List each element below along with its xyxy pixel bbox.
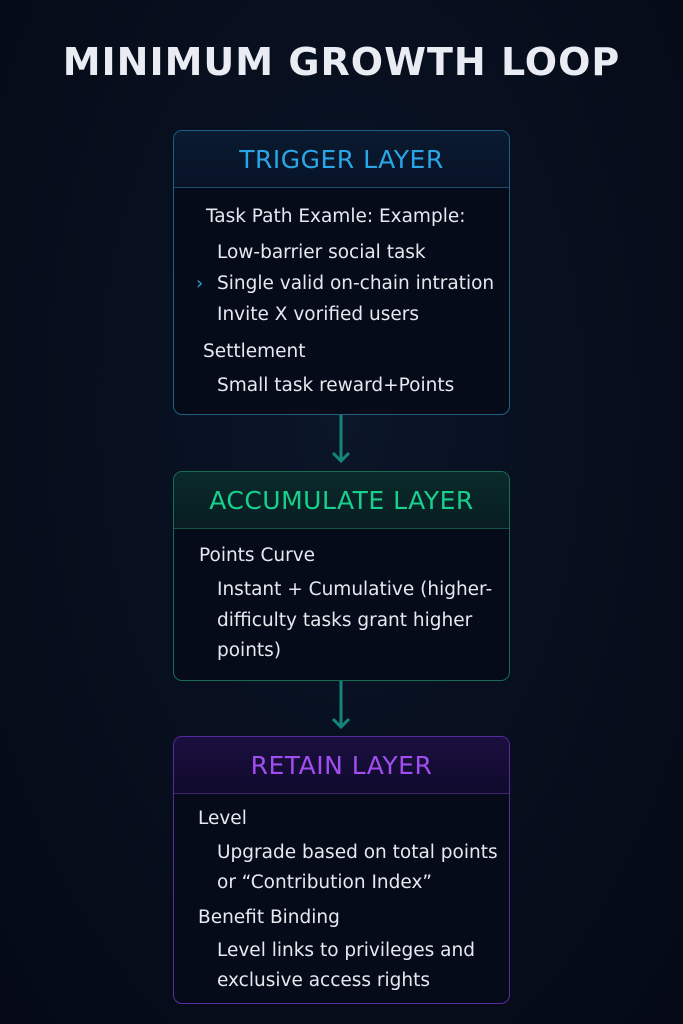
accumulate-layer-box: ACCUMULATE LAYER Points Curve Instant + …	[173, 471, 510, 681]
settlement-text: Small task reward+Points	[217, 375, 455, 396]
retain-layer-header: RETAIN LAYER	[174, 737, 509, 794]
accumulate-layer-header: ACCUMULATE LAYER	[174, 472, 509, 529]
level-text: or “Contribution Index”	[217, 872, 432, 893]
arrow-down-icon	[331, 415, 351, 464]
points-curve-text: difficulty tasks grant higher	[217, 610, 473, 631]
benefit-binding-heading: Benefit Binding	[198, 907, 340, 928]
retain-layer-box: RETAIN LAYER Level Upgrade based on tota…	[173, 736, 510, 1004]
level-text: Upgrade based on total points	[217, 842, 498, 863]
points-curve-heading: Points Curve	[199, 545, 316, 566]
points-curve-text: Instant + Cumulative (higher-	[217, 579, 493, 600]
trigger-layer-box: TRIGGER LAYER Task Path Examle: Example:…	[173, 130, 510, 415]
trigger-layer-header: TRIGGER LAYER	[174, 131, 509, 188]
list-item: Invite X vorified users	[217, 304, 420, 325]
list-item: Low-barrier social task	[217, 242, 426, 263]
level-heading: Level	[198, 808, 247, 829]
list-item: Single valid on-chain intration	[217, 273, 495, 294]
benefit-binding-text: Level links to privileges and	[217, 940, 475, 961]
arrow-down-icon	[331, 681, 351, 730]
task-path-heading: Task Path Examle: Example:	[206, 206, 466, 227]
chevron-right-icon: ›	[196, 273, 204, 294]
page-title: MINIMUM GROWTH LOOP	[62, 40, 621, 84]
benefit-binding-text: exclusive access rights	[217, 970, 431, 991]
points-curve-text: points)	[217, 640, 282, 661]
settlement-heading: Settlement	[203, 341, 306, 362]
